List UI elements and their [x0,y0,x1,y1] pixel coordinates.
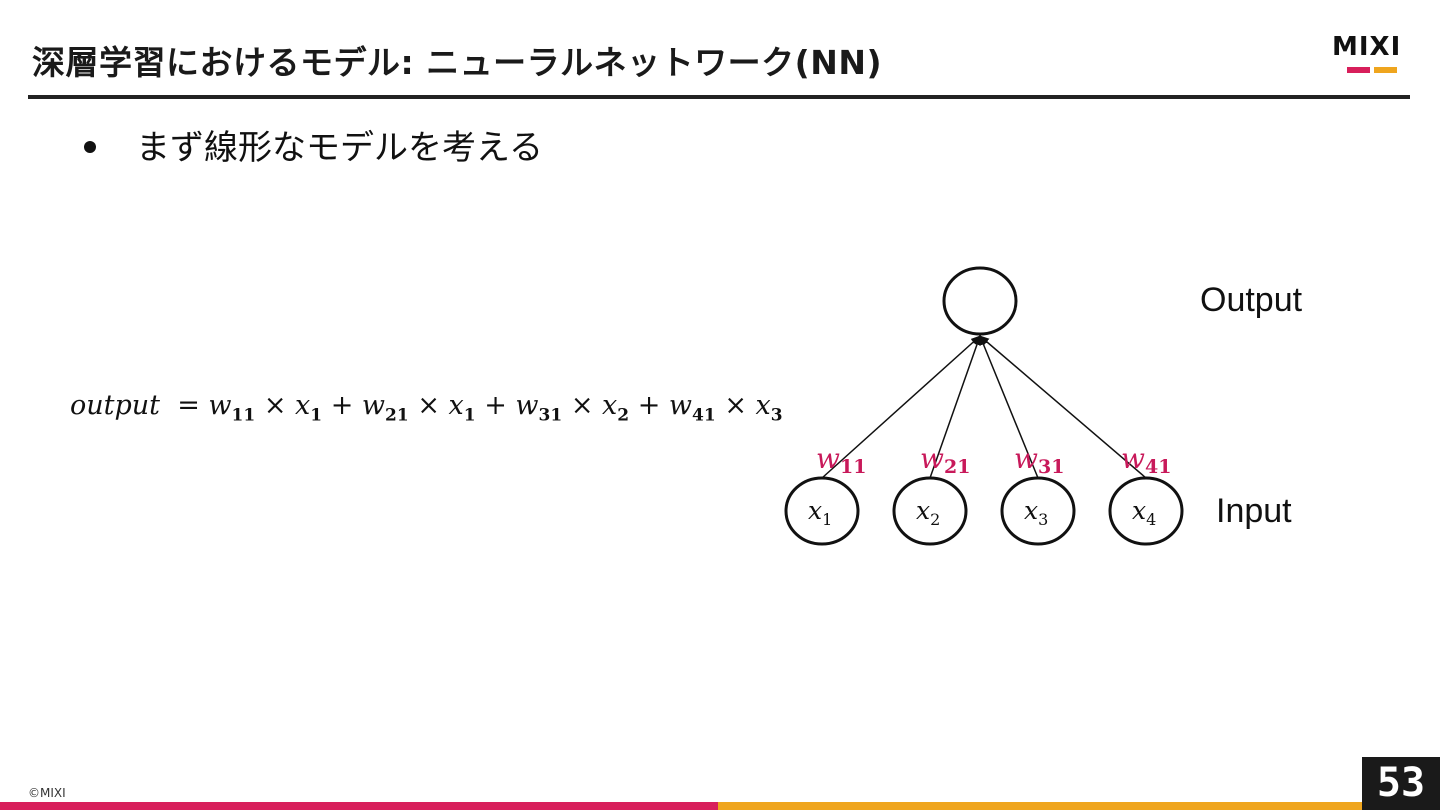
input-layer-label: Input [1216,492,1292,530]
edge-1 [821,335,981,479]
input-node [892,476,968,546]
input-node-label: x1 [808,496,832,529]
page-number: 53 [1362,757,1440,810]
equation-lhs: output [70,390,161,421]
logo-bar-orange [1374,67,1397,73]
edge-3 [979,335,1039,479]
weight-label: w11 [816,442,866,478]
equation-plus: + [330,390,354,421]
input-node [784,476,860,546]
linear-equation: output = w11 × x1 + w21 × x1 + w31 × x2 … [70,390,783,425]
edge-4 [979,335,1147,479]
bullet-text: まず線形なモデルを考える [136,128,543,168]
equation-term: w31 × x2 [515,390,630,426]
equation-term: w21 × x1 [361,390,476,426]
output-layer-label: Output [1200,281,1303,319]
copyright-text: ©MIXI [28,786,66,800]
weight-label: w31 [1014,442,1064,478]
output-node [942,266,1018,336]
equation-plus: + [637,390,661,421]
footer-bar-orange [718,802,1440,810]
equation-plus: + [484,390,507,421]
weight-label: w41 [1121,442,1171,478]
equation-term: w11 × x1 [208,390,323,426]
bullet-icon [84,141,96,153]
mixi-logo: MIXI [1332,34,1412,76]
slide-title: 深層学習におけるモデル: ニューラルネットワーク(NN) [32,43,883,82]
input-node-label: x4 [1132,496,1156,529]
weight-label: w21 [920,442,970,478]
edge-2 [929,335,981,479]
logo-bar-pink [1347,67,1370,73]
footer-bar-pink [0,802,718,810]
input-node-label: x2 [916,496,940,529]
input-node-label: x3 [1024,496,1048,529]
input-node [1108,476,1184,546]
equation-equals: = [177,390,200,421]
equation-term: w41 × x3 [668,390,783,426]
input-node [1000,476,1076,546]
title-divider [28,95,1410,99]
logo-text: MIXI [1332,32,1402,62]
